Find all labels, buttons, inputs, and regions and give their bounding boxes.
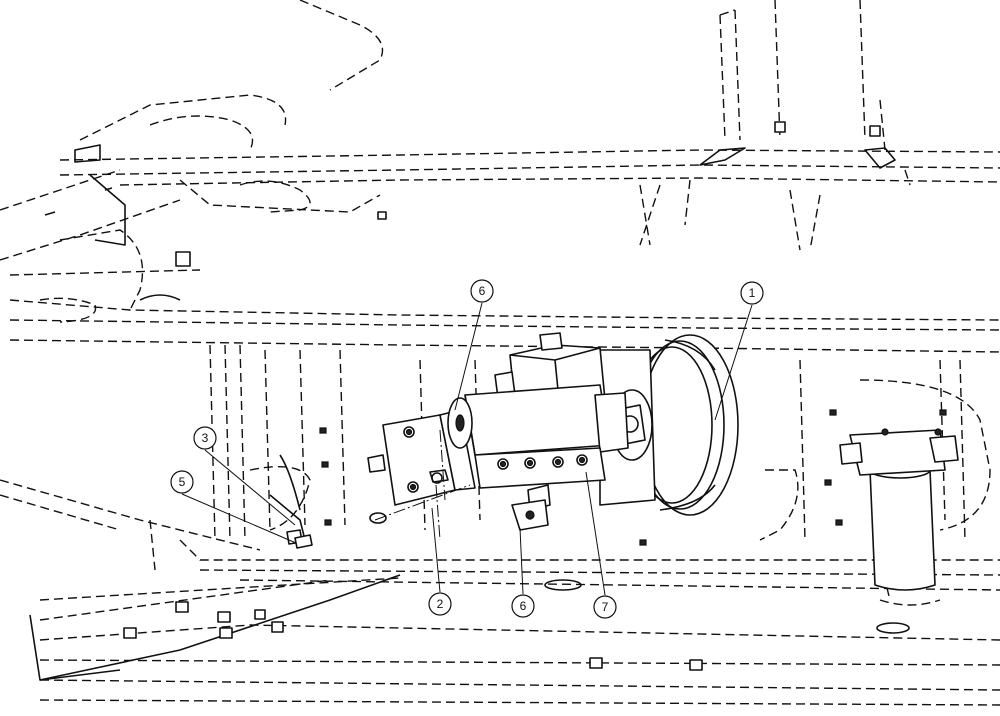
callout-leaders [181, 302, 753, 596]
svg-text:1: 1 [749, 286, 756, 300]
lower-frame-solid [29, 409, 947, 681]
callout-6-bottom: 6 [511, 594, 535, 618]
filter-assembly [839, 428, 959, 591]
svg-text:6: 6 [520, 599, 527, 613]
upper-frame-hardware [44, 121, 896, 301]
upper-frame-hidden-lines [0, 0, 1000, 353]
callout-1: 1 [740, 281, 764, 305]
master-cylinder [447, 332, 629, 531]
svg-text:3: 3 [202, 431, 209, 445]
svg-text:5: 5 [179, 475, 186, 489]
svg-text:7: 7 [602, 600, 609, 614]
svg-text:2: 2 [437, 597, 444, 611]
callout-7: 7 [593, 595, 617, 619]
callout-5: 5 [170, 470, 194, 494]
assembly-centerlines [374, 429, 471, 541]
svg-text:6: 6 [479, 284, 486, 298]
callout-3: 3 [193, 426, 217, 450]
callout-2: 2 [428, 592, 452, 616]
callout-6-top: 6 [470, 279, 494, 303]
